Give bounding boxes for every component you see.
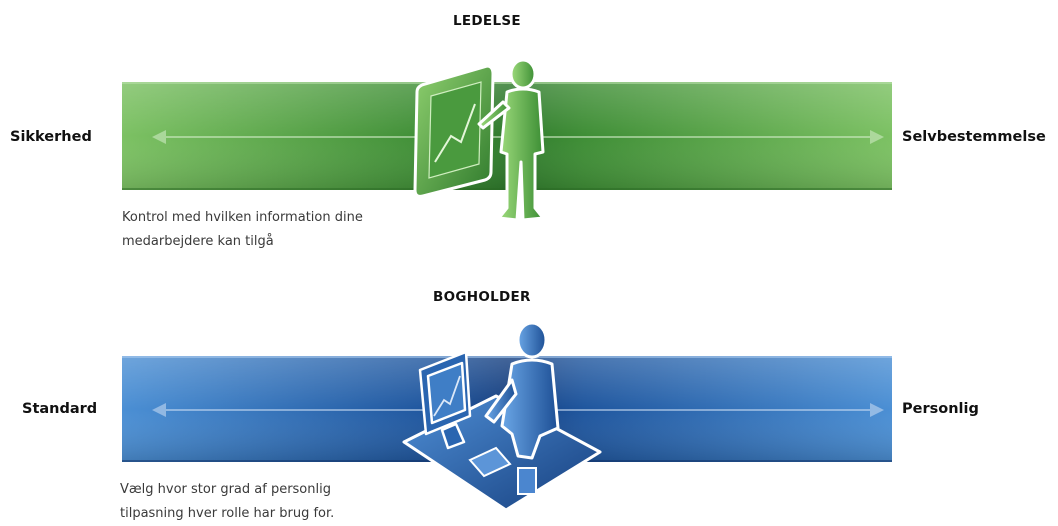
accountant-at-desk-icon <box>402 321 602 512</box>
ledelse-description-line-1: Kontrol med hvilken information dine <box>122 210 363 225</box>
ledelse-description: Kontrol med hvilken information dine med… <box>122 206 422 254</box>
bogholder-description-line-2: tilpasning hver rolle har brug for. <box>120 506 335 521</box>
bogholder-section: BOGHOLDER Standard Personlig <box>0 270 1058 526</box>
ledelse-title: LEDELSE <box>453 13 521 29</box>
ledelse-left-label: Sikkerhed <box>10 129 92 145</box>
ledelse-section: LEDELSE Sikkerhed Selvbestemmelse <box>10 13 1046 254</box>
ledelse-description-line-2: medarbejdere kan tilgå <box>122 234 274 249</box>
bogholder-description-line-1: Vælg hvor stor grad af personlig <box>120 482 331 497</box>
bogholder-title: BOGHOLDER <box>433 289 531 305</box>
ledelse-right-label: Selvbestemmelse <box>902 129 1046 145</box>
bogholder-right-label: Personlig <box>902 401 979 417</box>
manager-presenting-icon <box>413 58 545 222</box>
bogholder-description: Vælg hvor stor grad af personlig tilpasn… <box>120 478 420 526</box>
bogholder-left-label: Standard <box>22 401 98 417</box>
